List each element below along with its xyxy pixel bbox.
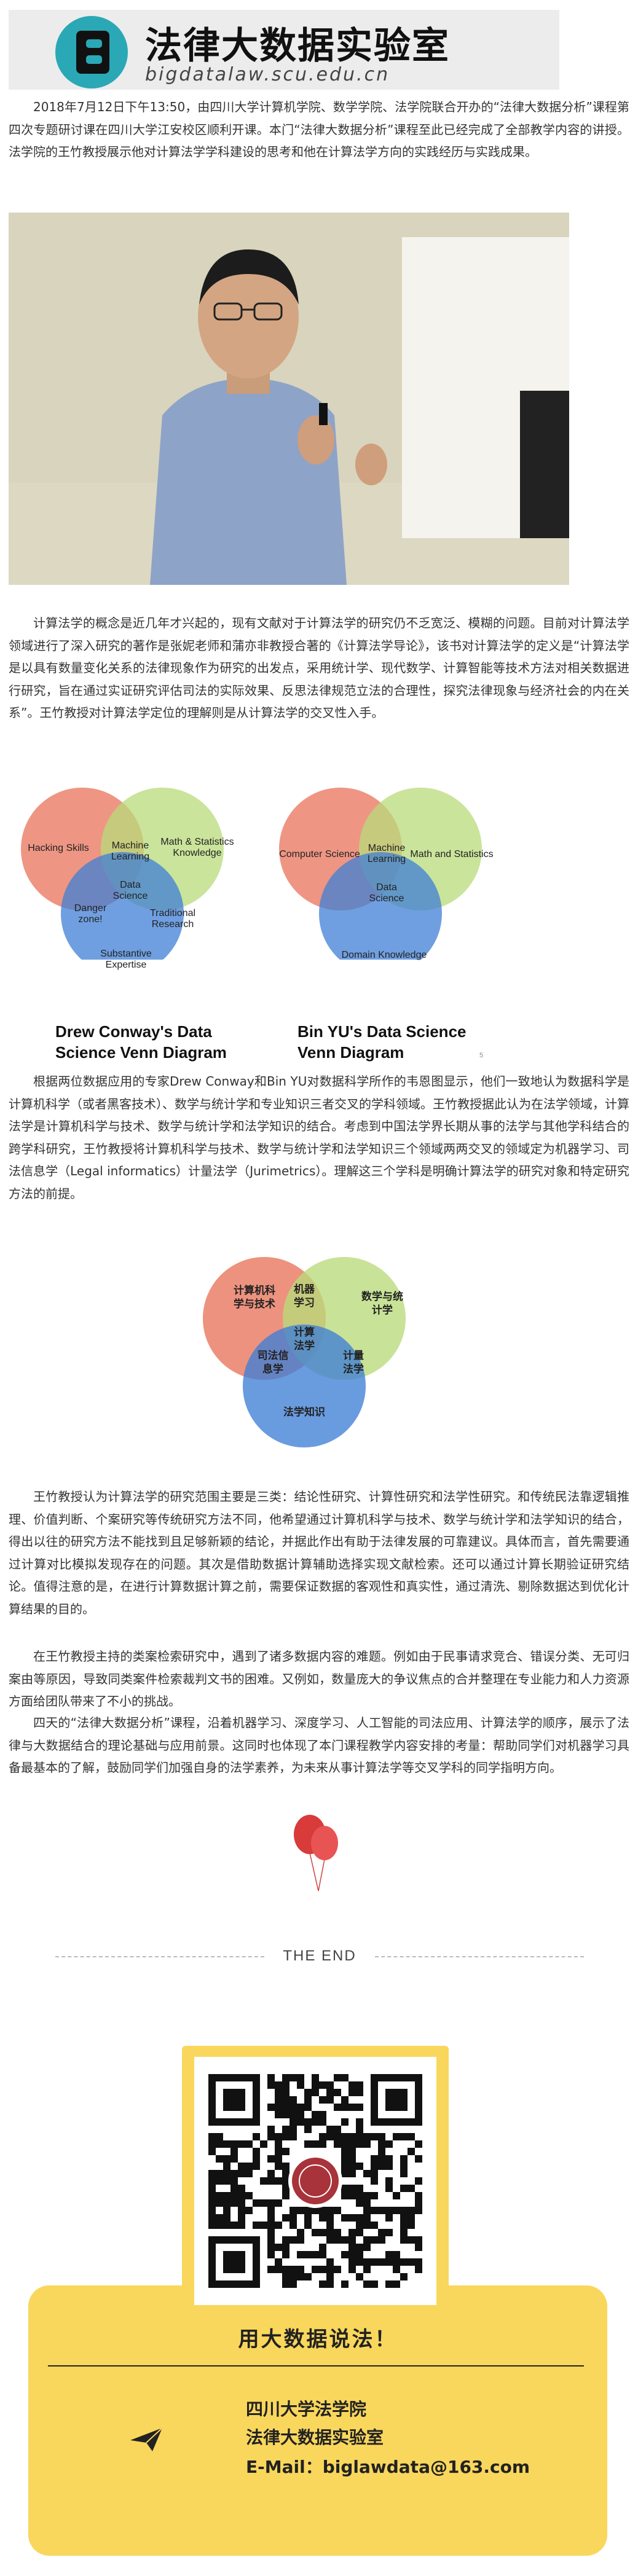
conway-hacking-label: Hacking Skills <box>28 843 89 853</box>
conway-expertise-label: Substantive Expertise <box>100 949 152 970</box>
conway-danger-label: Danger zone! <box>74 903 107 925</box>
paragraph-definition: 计算法学的概念是近几年才兴起的，现有文献对于计算法学的研究仍不乏宽泛、模糊的问题… <box>9 616 629 720</box>
end-divider-left <box>55 1956 264 1957</box>
conway-math-label: Math & Statistics Knowledge <box>160 837 234 858</box>
yu-cs-label: Computer Science <box>279 849 360 859</box>
conway-expertise-circle <box>61 852 184 960</box>
law-ml-label: 机器学习 <box>294 1283 315 1309</box>
venn-footnote: 5 <box>479 1052 484 1059</box>
footer-lab: 法律大数据实验室 <box>246 2427 384 2448</box>
law-venn-image <box>203 1257 406 1447</box>
qr-code[interactable] <box>194 2057 436 2305</box>
yu-title-line2: Venn Diagram <box>297 1043 404 1062</box>
law-center-label: 计算法学 <box>294 1326 315 1352</box>
balloons-icon <box>294 1815 338 1892</box>
footer-slogan: 用大数据说法！ <box>238 2327 398 2352</box>
venn-diagrams-image <box>21 788 482 960</box>
yu-center-label: Data Science <box>369 882 404 904</box>
contact-card <box>28 2285 607 2556</box>
paragraph-case-retrieval: 在王竹教授主持的类案检索研究中，遇到了诸多数据内容的难题。例如由于民事请求竞合、… <box>9 1649 629 1709</box>
conway-title-line1: Drew Conway's Data <box>55 1022 212 1041</box>
lecture-photo <box>9 213 569 585</box>
conway-title-line2: Science Venn Diagram <box>55 1043 227 1062</box>
footer-email[interactable]: E-Mail：biglawdata@163.com <box>246 2457 530 2477</box>
conway-center-label: Data Science <box>112 880 148 901</box>
law-jurimetrics-label: 计量法学 <box>343 1350 364 1376</box>
paragraph-venn-explanation: 根据两位数据应用的专家Drew Conway和Bin YU对数据科学所作的韦恩图… <box>9 1074 629 1201</box>
law-informatics-label: 司法信息学 <box>257 1350 289 1376</box>
the-end-text: THE END <box>283 1948 356 1964</box>
yu-domain-label: Domain Knowledge <box>341 950 427 960</box>
card-divider <box>48 2365 584 2367</box>
law-knowledge-circle <box>243 1325 366 1447</box>
logo-b-icon <box>76 31 109 74</box>
law-cs-label: 计算机科学与技术 <box>234 1285 275 1310</box>
qr-code-icon <box>208 2074 422 2288</box>
conway-research-label: Traditional Research <box>149 908 196 930</box>
paragraph-intro: 2018年7月12日下午13:50，由四川大学计算机学院、数学学院、法学院联合开… <box>9 100 629 159</box>
yu-title-line1: Bin YU's Data Science <box>297 1022 467 1041</box>
yu-ml-label: Machine Learning <box>367 843 406 864</box>
footer-org: 四川大学法学院 <box>246 2399 367 2419</box>
yu-domain-circle <box>319 852 442 960</box>
law-math-label: 数学与统计学 <box>361 1291 403 1317</box>
law-knowledge-label: 法学知识 <box>283 1406 325 1419</box>
yu-math-label: Math and Statistics <box>410 849 494 859</box>
paper-plane-icon <box>130 2427 163 2451</box>
paragraph-research-scope: 王竹教授认为计算法学的研究范围主要是三类：结论性研究、计算性研究和法学性研究。和… <box>9 1489 629 1616</box>
conway-ml-label: Machine Learning <box>111 840 150 862</box>
header-domain: bigdatalaw.scu.edu.cn <box>145 64 390 85</box>
paragraph-summary: 四天的“法律大数据分析”课程，沿着机器学习、深度学习、人工智能的司法应用、计算法… <box>9 1715 629 1775</box>
end-divider-right <box>375 1956 584 1957</box>
header-title: 法律大数据实验室 <box>145 25 450 68</box>
